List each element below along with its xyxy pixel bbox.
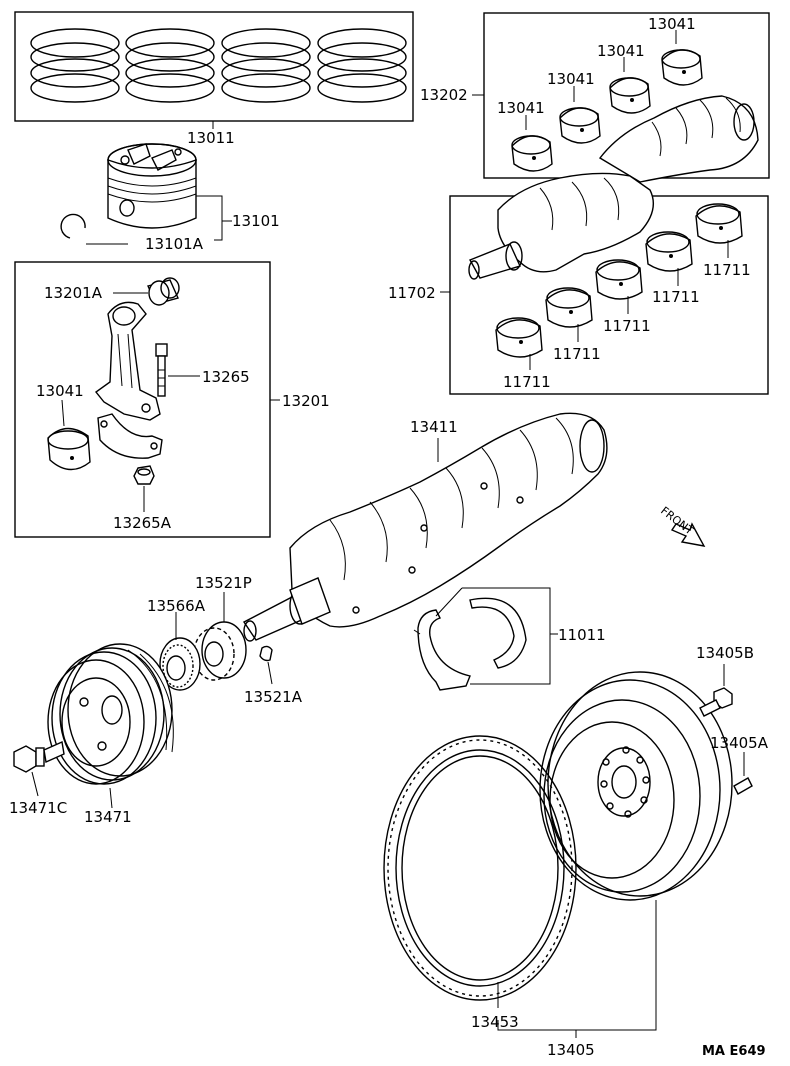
label-main-bearing-upper-2: 13041	[547, 70, 595, 88]
flywheel-bolt-part	[699, 687, 733, 717]
connecting-rod-group: 13201 13201A 13265	[14, 261, 330, 538]
piston-ring-set-1	[30, 28, 120, 103]
crankshaft-bearing-1-part	[495, 317, 543, 358]
timing-gear-part	[193, 621, 247, 681]
label-flywheel-bolt: 13405B	[696, 644, 754, 662]
label-crankshaft-bearing-set: 11702	[388, 284, 436, 302]
figure-code: MA E649	[702, 1044, 766, 1059]
crankshaft-pulley-group: 13471	[47, 643, 174, 826]
timing-gear-group: 13521P	[193, 574, 252, 681]
main-bearing-upper-2-part	[559, 107, 601, 144]
flywheel-group: 13405	[497, 671, 733, 1059]
thrust-washer-lower-part	[413, 609, 471, 691]
piston-group: 13101 13101A	[60, 143, 280, 253]
ring-gear-part	[383, 735, 577, 1001]
connecting-rod-nut-part	[133, 465, 155, 485]
label-main-bearing-upper-4: 13041	[648, 15, 696, 33]
label-connecting-rod-assembly: 13201	[282, 392, 330, 410]
piston-ring-set-3	[221, 28, 311, 103]
front-direction-group: FRONT	[658, 504, 706, 547]
connecting-rod-bushing-part	[147, 277, 180, 306]
label-crankshaft-bearing-5: 11711	[703, 261, 751, 279]
label-piston-rings: 13011	[187, 129, 235, 147]
label-crankshaft: 13411	[410, 418, 458, 436]
label-flywheel-assembly: 13405	[547, 1041, 595, 1059]
crankshaft-pulley-bolt-part	[13, 740, 65, 773]
connecting-rod-bolt-part	[155, 343, 168, 397]
label-crankshaft-bearing-3: 11711	[603, 317, 651, 335]
label-connecting-rod-bolt: 13265	[202, 368, 250, 386]
main-bearing-upper-3-part	[609, 77, 651, 114]
pulley-bolt-group: 13471C	[9, 740, 67, 817]
thrust-washer-group: 11011	[413, 587, 606, 691]
crankshaft-bearing-4-part	[645, 231, 693, 272]
key-group: 13521A	[244, 645, 303, 706]
label-connecting-rod-nut: 13265A	[113, 514, 172, 532]
crankshaft-group: 13411	[242, 412, 608, 642]
crankshaft-bearing-2-part	[545, 287, 593, 328]
piston-pin-clip-part	[60, 213, 86, 239]
ring-gear-group: 13453	[383, 735, 577, 1031]
label-oil-pump-drive-spacer: 13566A	[147, 597, 206, 615]
timing-gear-key-part	[259, 645, 273, 662]
crankshaft-sketch-lower	[468, 172, 654, 280]
label-piston: 13101	[232, 212, 280, 230]
label-crankshaft-bearing-4: 11711	[652, 288, 700, 306]
main-bearing-upper-4-part	[661, 49, 703, 86]
spacer-group: 13566A	[147, 597, 206, 691]
oil-pump-drive-spacer-part	[159, 637, 201, 691]
crankshaft-pulley-part	[47, 643, 174, 785]
label-crankshaft-pulley-bolt: 13471C	[9, 799, 67, 817]
front-arrow-icon	[670, 522, 706, 547]
flywheel-part	[539, 671, 733, 901]
main-bearing-upper-1-part	[511, 135, 553, 172]
label-connecting-rod-bearing: 13041	[36, 382, 84, 400]
piston-ring-set-2	[125, 28, 215, 103]
label-main-bearing-set: 13202	[420, 86, 468, 104]
connecting-rod-cap-part	[97, 413, 163, 459]
label-crankshaft-pulley: 13471	[84, 808, 132, 826]
label-thrust-washer-set: 11011	[558, 626, 606, 644]
crankshaft-bearing-5-part	[695, 203, 743, 244]
crankshaft-bearing-3-part	[595, 259, 643, 300]
label-timing-gear-key: 13521A	[244, 688, 303, 706]
thrust-washer-upper-part	[469, 597, 527, 669]
label-crankshaft-bearing-1: 11711	[503, 373, 551, 391]
crankshaft-sketch-upper	[598, 95, 759, 183]
piston-ring-set-4	[317, 28, 407, 103]
label-piston-pin-clip: 13101A	[145, 235, 204, 253]
piston-part	[107, 143, 197, 229]
crankshaft-part	[242, 412, 608, 642]
crankshaft-bearing-group: 11702 11711 11711	[388, 172, 769, 395]
piston-rings-box	[14, 11, 414, 122]
flywheel-dowel-pin-part	[733, 777, 753, 795]
label-ring-gear: 13453	[471, 1013, 519, 1031]
connecting-rod-part	[94, 301, 161, 421]
label-flywheel-dowel-pin: 13405A	[710, 734, 769, 752]
label-crankshaft-timing-gear: 13521P	[195, 574, 252, 592]
label-main-bearing-upper-1: 13041	[497, 99, 545, 117]
connecting-rod-bearing-part	[47, 427, 91, 471]
flywheel-bolt-group: 13405B	[696, 644, 754, 717]
label-main-bearing-upper-3: 13041	[597, 42, 645, 60]
main-bearing-group: 13202 13041 13041 13041 13041	[420, 12, 770, 183]
label-crankshaft-bearing-2: 11711	[553, 345, 601, 363]
piston-rings-group: 13011	[14, 11, 414, 147]
label-connecting-rod-bushing: 13201A	[44, 284, 103, 302]
dowel-pin-group: 13405A	[710, 734, 769, 795]
